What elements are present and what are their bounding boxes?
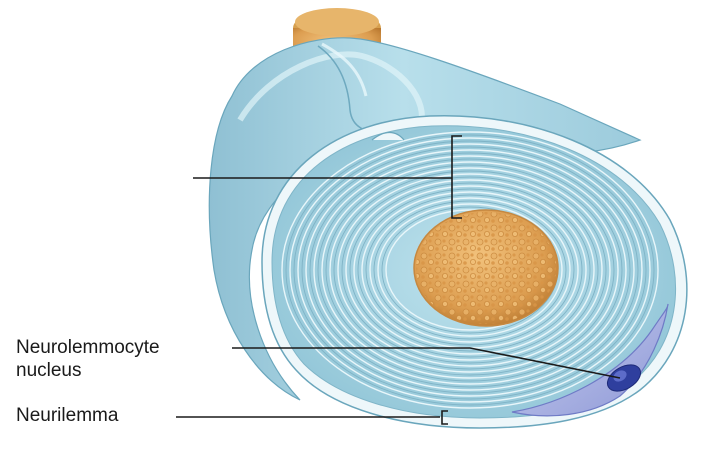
nucleus-leader-line bbox=[232, 347, 621, 379]
neurilemma-label: Neurilemma bbox=[16, 405, 119, 426]
neurolemmocyte-cell-body bbox=[511, 303, 669, 417]
neurolemmocyte-nucleus-label-line1: Neurolemmocyte bbox=[16, 337, 160, 358]
neurilemma-bracket bbox=[441, 410, 448, 425]
myelin-bracket bbox=[451, 135, 462, 219]
neurolemmocyte-nucleus-label-line2: nucleus bbox=[16, 360, 82, 381]
leader-lines bbox=[176, 135, 621, 425]
axon-cross-section bbox=[413, 209, 559, 327]
